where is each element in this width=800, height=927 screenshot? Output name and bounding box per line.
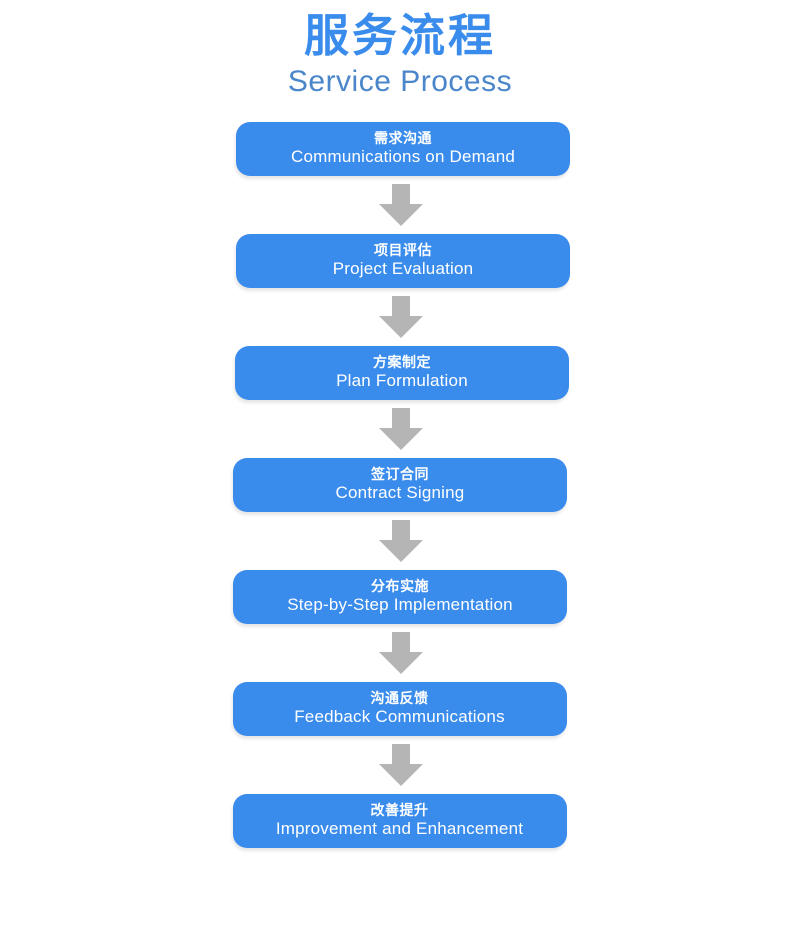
flow-connector	[0, 400, 800, 458]
flow-row: 改善提升 Improvement and Enhancement	[0, 794, 800, 849]
flow-step-2[interactable]: 项目评估 Project Evaluation	[236, 234, 570, 289]
flow-step-6[interactable]: 沟通反馈 Feedback Communications	[232, 682, 567, 737]
arrow-down-icon	[379, 520, 423, 563]
flow-row: 分布实施 Step-by-Step Implementation	[0, 570, 800, 625]
arrow-down-icon	[379, 408, 423, 451]
flow-connector	[0, 624, 800, 682]
arrow-down-icon	[379, 632, 423, 675]
flow-step-label-cn: 分布实施	[371, 577, 429, 594]
flow-step-label-en: Contract Signing	[335, 483, 465, 503]
flow-connector	[0, 288, 800, 346]
page-title-cn: 服务流程	[303, 10, 496, 61]
flow-row: 方案制定 Plan Formulation	[0, 346, 800, 401]
page-header: 服务流程 Service Process	[0, 0, 800, 100]
flow-step-3[interactable]: 方案制定 Plan Formulation	[235, 346, 569, 401]
flow-step-5[interactable]: 分布实施 Step-by-Step Implementation	[233, 570, 567, 625]
flow-step-label-cn: 需求沟通	[374, 129, 432, 146]
page-title-en: Service Process	[287, 64, 513, 98]
flow-row: 需求沟通 Communications on Demand	[0, 122, 800, 177]
arrow-down-icon	[379, 296, 423, 339]
flow-connector	[0, 736, 800, 794]
flow-step-label-cn: 改善提升	[370, 801, 429, 818]
flow-step-1[interactable]: 需求沟通 Communications on Demand	[236, 122, 570, 177]
flow-step-label-cn: 沟通反馈	[370, 689, 429, 706]
flow-step-label-cn: 方案制定	[373, 353, 431, 370]
flow-step-label-en: Improvement and Enhancement	[275, 819, 524, 839]
flow-row: 签订合同 Contract Signing	[0, 458, 800, 513]
flow-step-label-en: Plan Formulation	[336, 371, 468, 391]
service-process-flowchart: 需求沟通 Communications on Demand 项目评估 Proje…	[0, 122, 800, 849]
flow-row: 项目评估 Project Evaluation	[0, 234, 800, 289]
arrow-down-icon	[379, 184, 423, 227]
flow-step-label-en: Project Evaluation	[332, 259, 474, 279]
flow-connector	[0, 176, 800, 234]
flow-step-label-en: Feedback Communications	[294, 707, 505, 727]
flow-connector	[0, 512, 800, 570]
arrow-down-icon	[379, 744, 423, 787]
flow-step-label-en: Communications on Demand	[290, 147, 515, 167]
flow-step-label-cn: 项目评估	[374, 241, 432, 258]
flow-step-4[interactable]: 签订合同 Contract Signing	[233, 458, 567, 513]
flow-row: 沟通反馈 Feedback Communications	[0, 682, 800, 737]
flow-step-7[interactable]: 改善提升 Improvement and Enhancement	[232, 794, 567, 849]
flow-step-label-cn: 签订合同	[371, 465, 429, 482]
flow-step-label-en: Step-by-Step Implementation	[287, 595, 513, 615]
